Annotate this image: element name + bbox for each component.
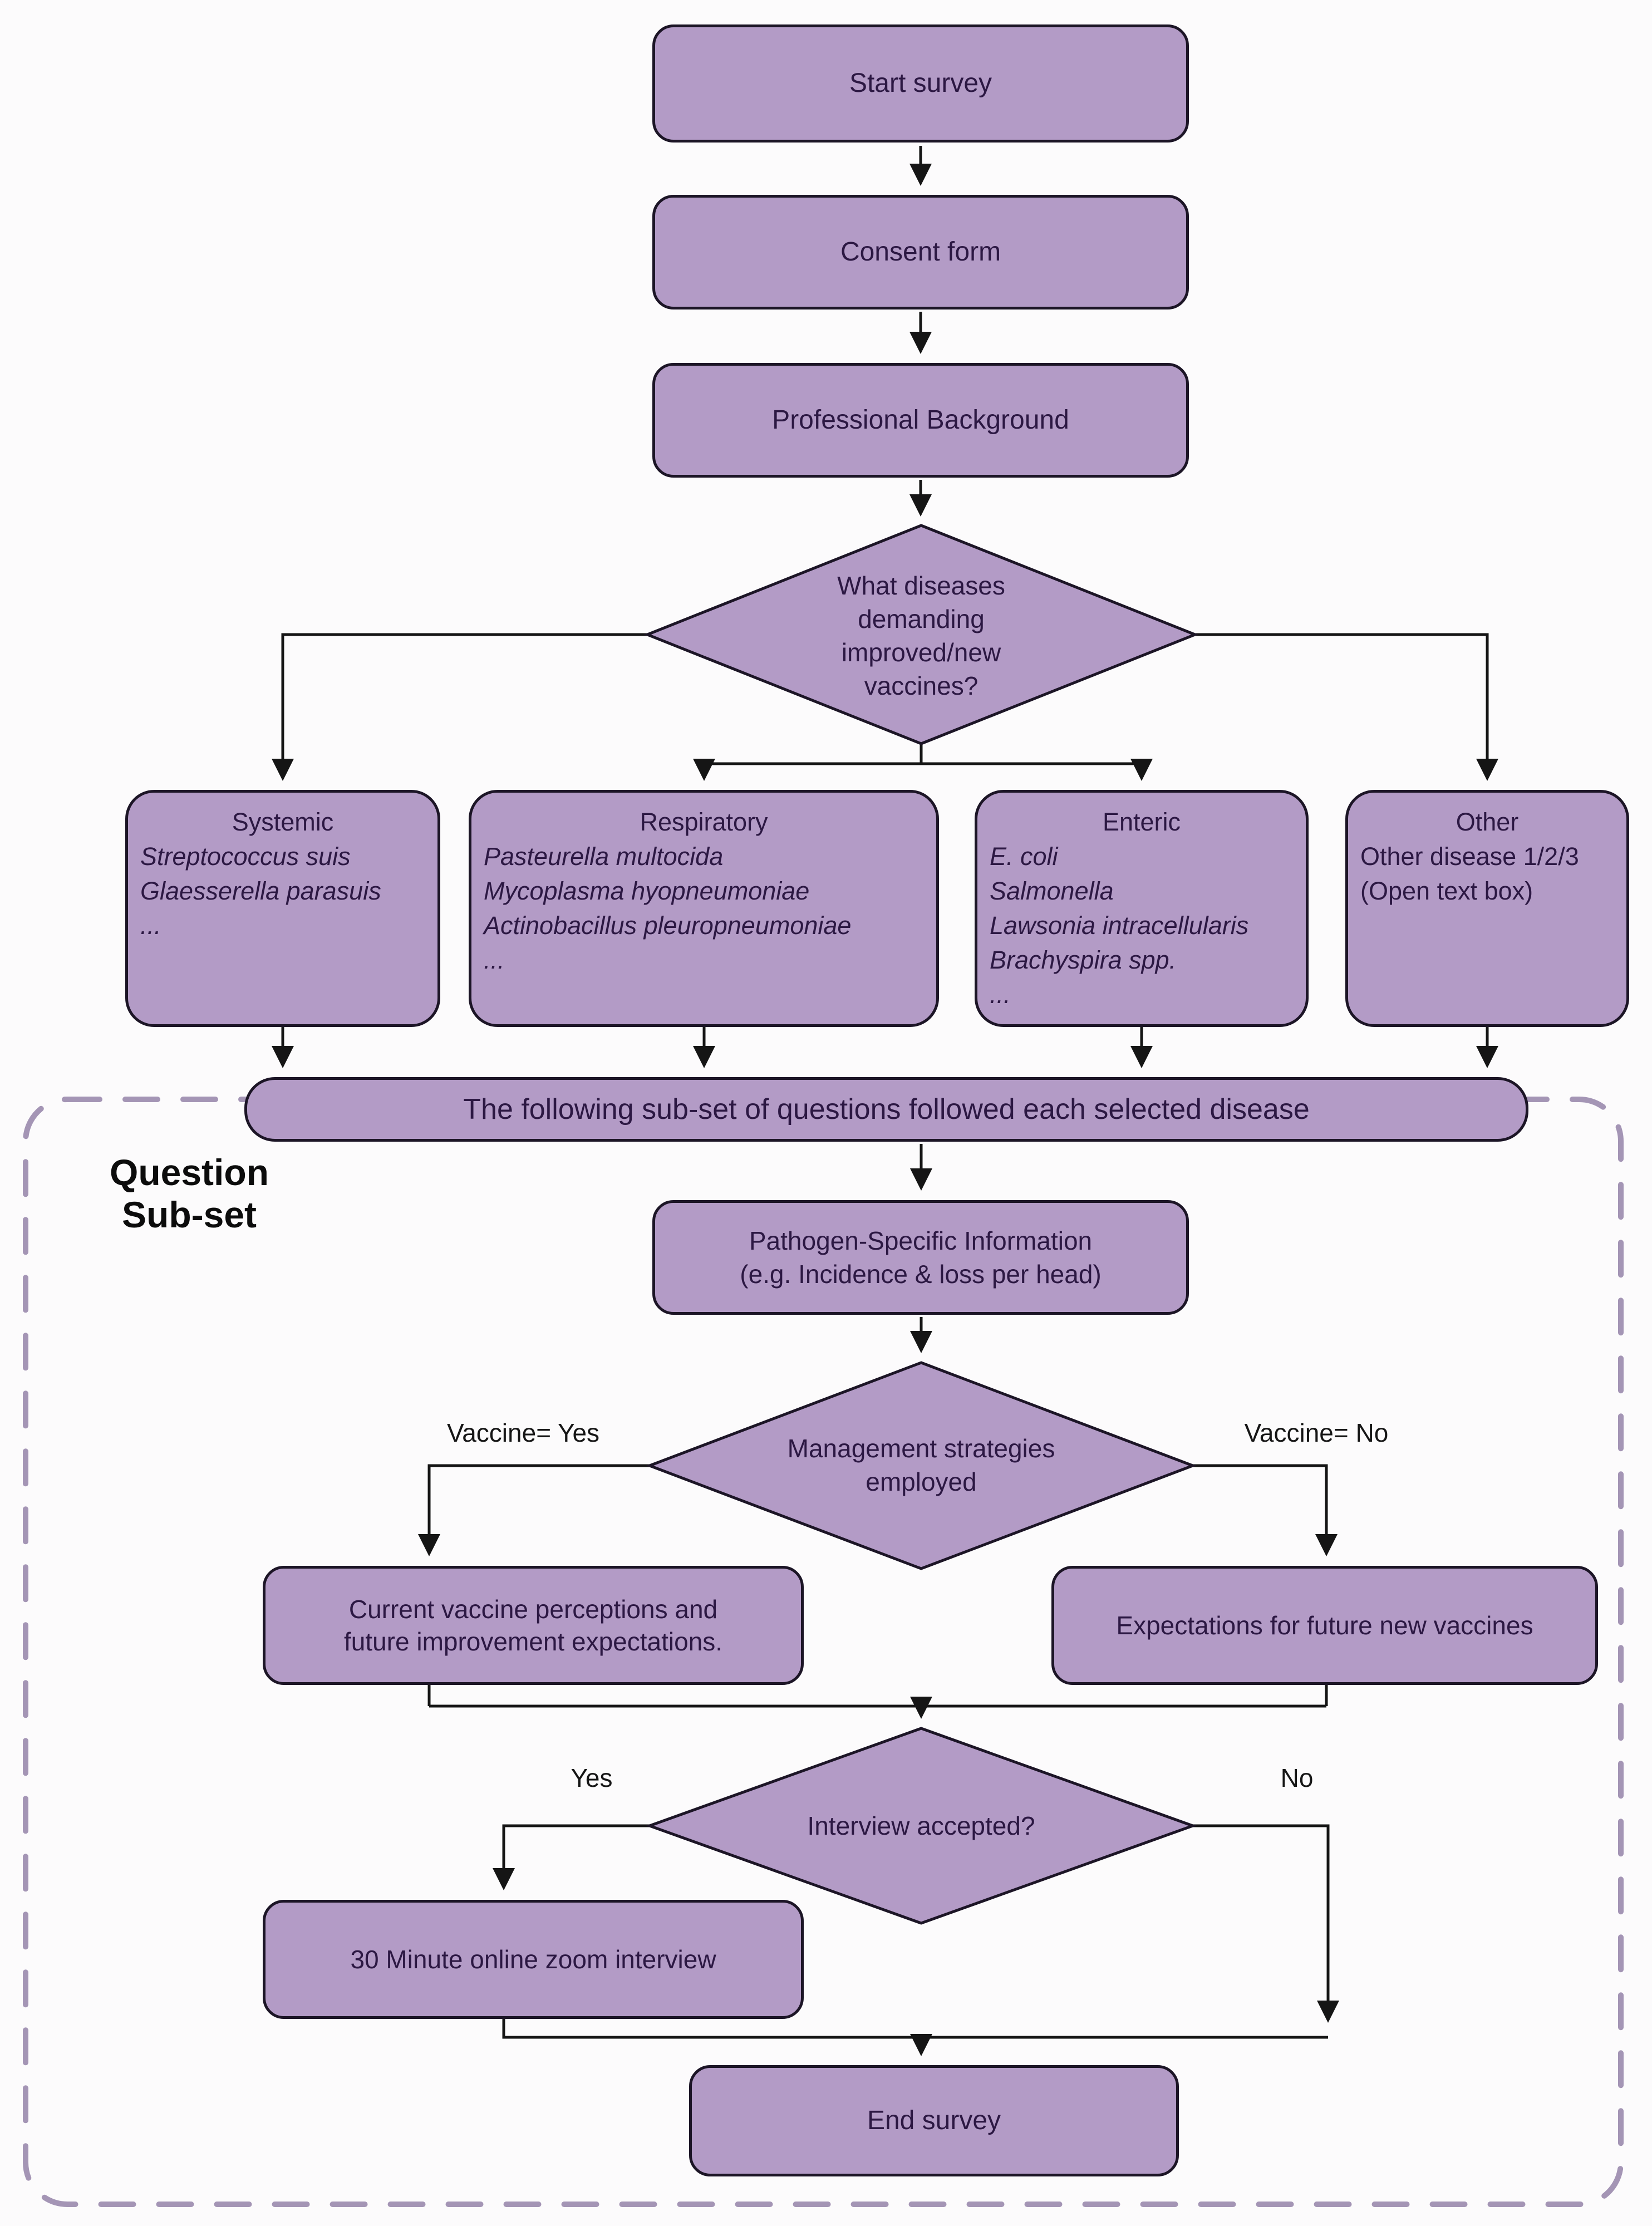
diamond-interview-text: Interview accepted? [650,1809,1193,1842]
enteric-item: Brachyspira spp. [990,946,1177,974]
other-title: Other [1456,808,1519,836]
respiratory-item: Pasteurella multocida [484,842,724,871]
label-interview-no: No [1280,1763,1314,1792]
end-survey-label: End survey [867,2106,1001,2135]
interview-decision-label: Interview accepted? [807,1811,1035,1840]
node-respiratory: Respiratory Pasteurella multocida Mycopl… [469,790,939,1027]
current-vaccine-line2: future improvement expectations. [343,1627,723,1656]
enteric-item: E. coli [990,842,1058,871]
edge-decision-systemic [272,633,647,781]
pathogen-info-line1: Pathogen-Specific Information [749,1226,1093,1255]
question-subset-line1: Question [109,1152,269,1193]
node-start-survey: Start survey [652,24,1189,142]
disease-decision-line3: improved/new [841,638,1001,667]
other-item: Other disease 1/2/3 [1360,842,1579,871]
disease-decision-line2: demanding [858,605,985,633]
edge-merge-line [427,1685,1328,1708]
diamond-interview-decision [645,1727,1197,1925]
enteric-item: Lawsonia intracellularis [990,911,1249,940]
systemic-title: Systemic [232,808,334,836]
respiratory-item: Actinobacillus pleuropneumoniae [484,911,852,940]
diamond-management-decision [645,1361,1197,1570]
disease-decision-line4: vaccines? [864,671,979,700]
node-start-survey-label: Start survey [849,68,992,98]
subset-bar-label: The following sub-set of questions follo… [463,1093,1310,1126]
respiratory-item: Mycoplasma hyopneumoniae [484,877,810,905]
edge-interview-no [1193,1824,1339,2023]
question-subset-line2: Sub-set [121,1194,257,1235]
connector-lines [272,146,1498,2056]
diamond-management-text: Management strategies employed [650,1432,1193,1498]
pathogen-info-line2: (e.g. Incidence & loss per head) [740,1260,1102,1289]
management-line2: employed [866,1467,977,1496]
node-systemic: Systemic Streptococcus suis Glaesserella… [125,790,440,1027]
node-zoom-interview: 30 Minute online zoom interview [263,1900,804,2019]
edge-decision-other [1195,633,1498,781]
systemic-item: Glaesserella parasuis [140,877,381,905]
node-expectations-future-vaccines: Expectations for future new vaccines [1051,1566,1598,1685]
node-consent-form-label: Consent form [840,237,1001,267]
node-pathogen-info: Pathogen-Specific Information (e.g. Inci… [652,1200,1189,1315]
node-consent-form: Consent form [652,195,1189,309]
systemic-item: Streptococcus suis [140,842,351,871]
enteric-item: ... [990,980,1011,1009]
expectations-label: Expectations for future new vaccines [1116,1611,1533,1640]
label-vaccine-yes: Vaccine= Yes [446,1418,600,1447]
current-vaccine-line1: Current vaccine perceptions and [348,1595,718,1624]
management-line1: Management strategies [787,1434,1055,1463]
question-subset-label: Question Sub-set [89,1151,289,1236]
edge-interview-yes [493,1824,650,1890]
edge-vaccine-yes [418,1464,650,1556]
diamond-disease-decision [643,524,1199,745]
enteric-item: Salmonella [990,877,1114,905]
node-other: Other Other disease 1/2/3 (Open text box… [1345,790,1629,1027]
respiratory-title: Respiratory [640,808,768,836]
edge-vaccine-no [1193,1464,1338,1556]
respiratory-item: ... [484,946,505,974]
node-current-vaccine-perceptions: Current vaccine perceptions and future i… [263,1566,804,1685]
label-vaccine-no: Vaccine= No [1244,1418,1389,1447]
other-item: (Open text box) [1360,877,1533,905]
node-subset-bar: The following sub-set of questions follo… [244,1077,1528,1142]
edge-bottom-merge [502,2019,1328,2039]
node-professional-background-label: Professional Background [772,405,1069,435]
node-professional-background: Professional Background [652,363,1189,478]
zoom-interview-label: 30 Minute online zoom interview [350,1945,716,1974]
disease-decision-line1: What diseases [837,571,1005,600]
label-interview-yes: Yes [571,1763,613,1792]
systemic-item: ... [140,911,161,940]
enteric-title: Enteric [1102,808,1181,836]
node-enteric: Enteric E. coli Salmonella Lawsonia intr… [975,790,1309,1027]
diamond-disease-decision-text: What diseases demanding improved/new vac… [647,569,1195,702]
edge-decision-split [704,744,1142,765]
node-end-survey: End survey [689,2065,1179,2176]
